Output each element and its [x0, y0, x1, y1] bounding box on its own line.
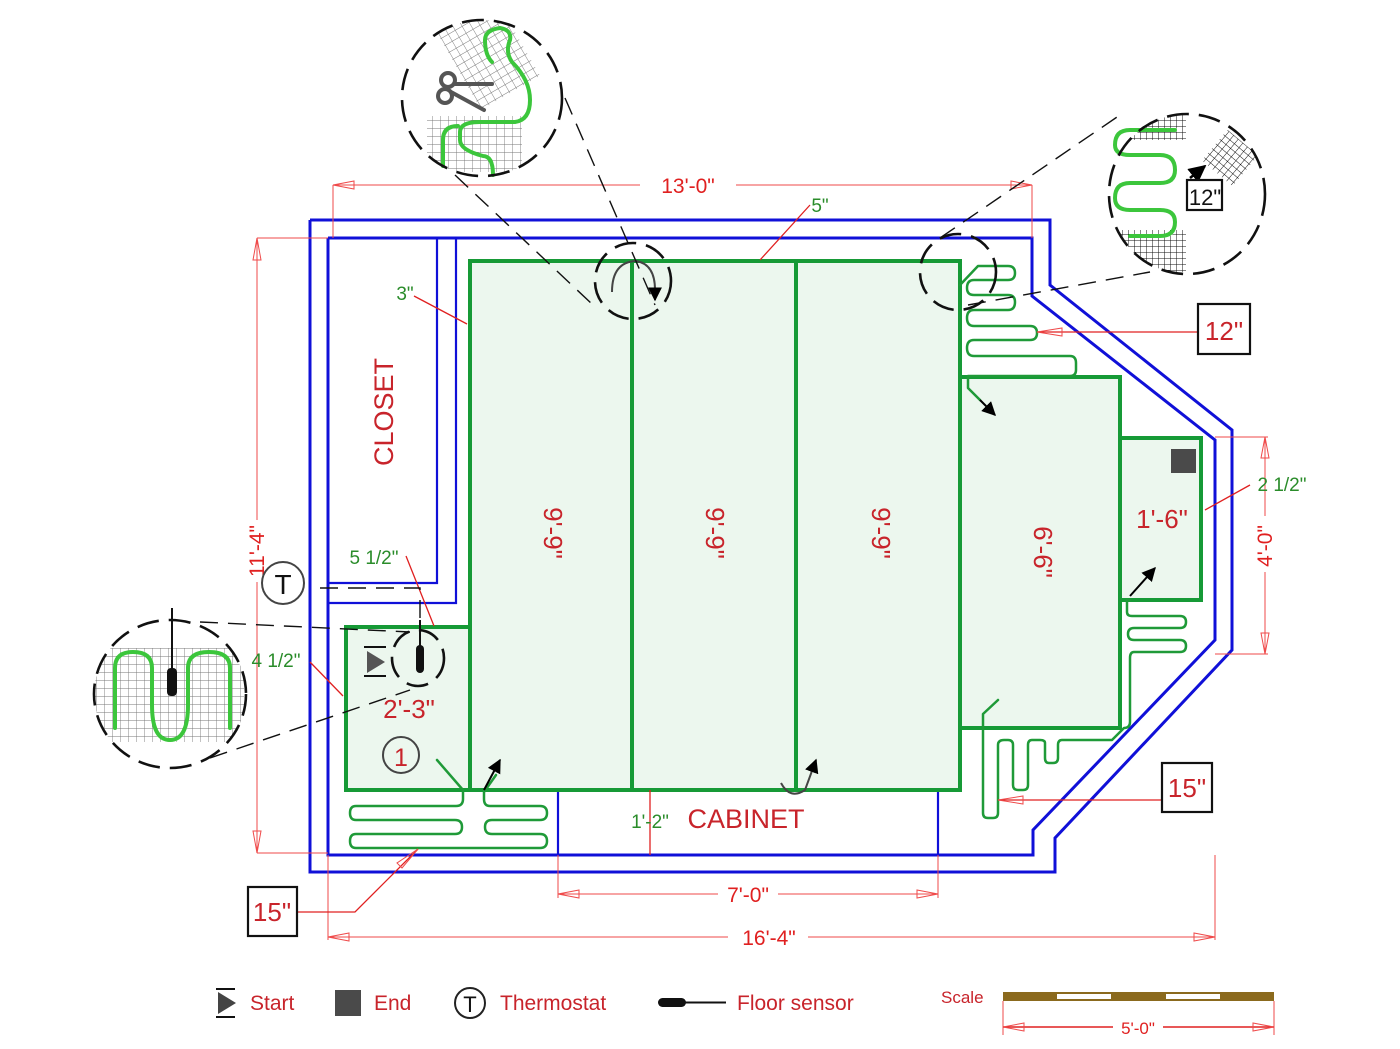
turn-arrow [780, 758, 819, 795]
legend-item-start: Start [216, 988, 295, 1018]
detail-spacing-label: 12" [1189, 185, 1221, 210]
mat-main [468, 259, 962, 792]
mat-length-2: 9'-9" [700, 507, 730, 559]
thermostat-icon: T [454, 987, 486, 1019]
closet-walls [328, 236, 458, 605]
scale-label: Scale [941, 988, 984, 1007]
spacing-callout-12-right [1036, 302, 1252, 356]
clearance-closet-bottom: 5 1/2" [349, 548, 398, 569]
spacing-label-15-left: 15" [253, 897, 291, 927]
spacing-callout-15-right [997, 761, 1214, 814]
thermostat-symbol: T [261, 561, 421, 620]
legend-item-floor-sensor: Floor sensor [658, 992, 854, 1015]
mat-length-3: 9'-9" [866, 507, 896, 559]
detail-turn-mesh: 12" [939, 112, 1267, 306]
clearance-cabinet: 1'-2" [631, 812, 669, 833]
legend: Start End T Thermostat Floor sensor Scal… [216, 987, 1275, 1038]
mat-length-5: 1'-6" [1136, 504, 1188, 534]
mat-length-4: 6'-6" [1028, 526, 1058, 578]
end-icon [335, 990, 361, 1016]
direction-arrow [1129, 566, 1156, 597]
dimension-cabinet-label: 7'-0" [727, 884, 769, 907]
floor-sensor-symbol [416, 620, 424, 673]
floor-sensor-icon [658, 998, 726, 1007]
legend-item-thermostat: T Thermostat [454, 987, 606, 1019]
clearance-closet-side: 3" [396, 284, 413, 305]
dimension-bottom-label: 16'-4" [742, 927, 796, 950]
spacing-callout-15-left [246, 848, 419, 938]
mat-start [344, 625, 472, 792]
zone-number-marker: 1 [382, 736, 420, 774]
spacing-label-15-right: 15" [1168, 773, 1206, 803]
clearance-top: 5" [811, 196, 828, 217]
legend-floor-sensor-label: Floor sensor [737, 992, 854, 1015]
scissors-icon [436, 71, 494, 112]
dimension-top-label: 13'-0" [661, 175, 715, 198]
inner-wall [326, 236, 1217, 857]
legend-end-label: End [374, 992, 411, 1015]
clearance-leaders [309, 204, 1251, 855]
spacing-label-12: 12" [1205, 316, 1243, 346]
direction-arrow [979, 399, 996, 416]
legend-thermostat-label: Thermostat [500, 992, 606, 1015]
dimension-right [1215, 436, 1278, 655]
dimension-left-label: 11'-4" [246, 525, 269, 577]
scale-bar: Scale 5'-0" [941, 988, 1275, 1038]
closet-label: CLOSET [369, 358, 399, 466]
legend-start-label: Start [250, 992, 295, 1015]
cabinet-label: CABINET [687, 804, 804, 834]
detail-markers [390, 232, 998, 688]
mat-length-start: 2'-3" [383, 694, 435, 724]
direction-arrow [483, 758, 501, 791]
dimension-bottom [327, 855, 1216, 948]
scale-value: 5'-0" [1121, 1019, 1155, 1038]
thermostat-icon-glyph: T [463, 992, 476, 1017]
heating-cable-runs [348, 264, 1188, 850]
mat-length-1: 9'-9" [538, 507, 568, 559]
zone-number: 1 [394, 744, 408, 772]
start-symbol [364, 646, 386, 677]
dimension-top [332, 172, 1033, 238]
end-symbol [1171, 449, 1196, 473]
heating-mats [344, 259, 1203, 792]
detail-cut-mesh [400, 18, 656, 306]
clearance-right: 2 1/2" [1257, 475, 1306, 496]
thermostat-glyph: T [274, 569, 291, 600]
cabinet-walls [556, 792, 940, 855]
clearance-start-left: 4 1/2" [251, 651, 300, 672]
start-icon [216, 988, 236, 1018]
dimension-cabinet [557, 855, 939, 906]
legend-item-end: End [335, 990, 411, 1016]
detail-floor-sensor [92, 608, 411, 770]
dimension-right-label: 4'-0" [1254, 525, 1277, 567]
